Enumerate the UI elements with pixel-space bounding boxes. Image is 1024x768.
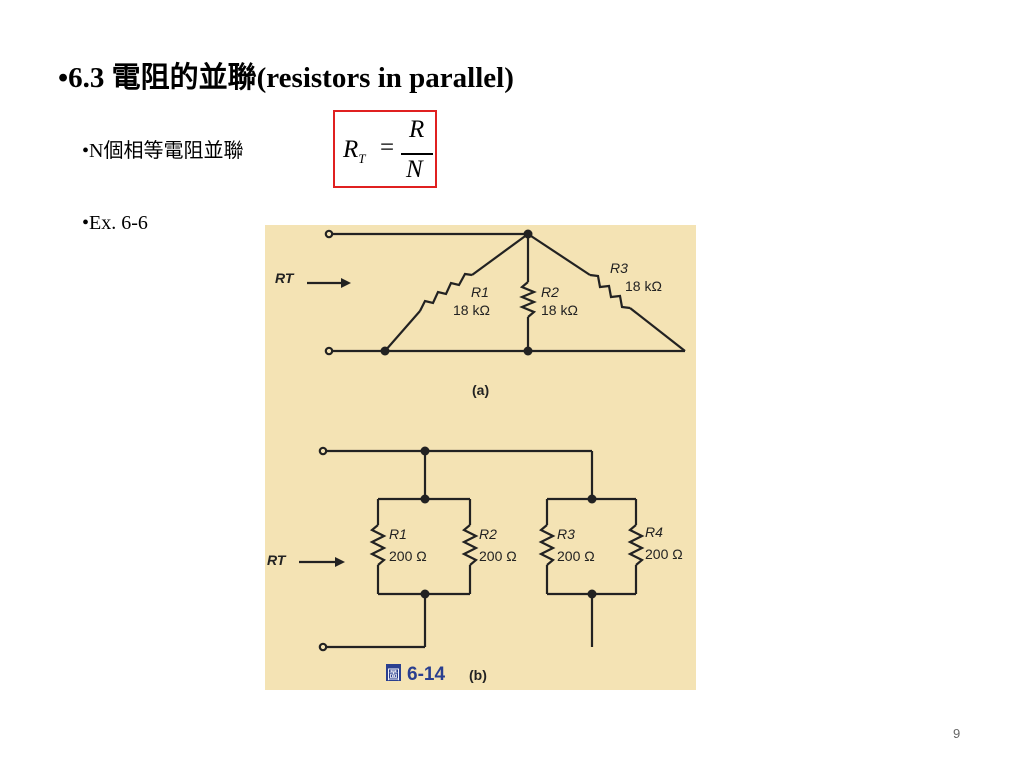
terminal-b-bottom: [318, 642, 328, 652]
resistor-b-r1: [369, 524, 387, 566]
figure-icon-box: [386, 664, 401, 681]
caption-b-part: (b): [469, 667, 487, 683]
formula-lhs: RT: [343, 136, 366, 166]
label-b-r1-value: 200 Ω: [389, 548, 427, 564]
label-b-r4-name: R4: [645, 524, 663, 540]
label-b-r3-value: 200 Ω: [557, 548, 595, 564]
caption-b-number: 6-14: [407, 664, 445, 685]
label-a-r3-value: 18 kΩ: [625, 278, 662, 294]
caption-a: (a): [472, 382, 489, 398]
label-a-r1-value: 18 kΩ: [453, 302, 490, 318]
terminal-a-bottom: [324, 346, 334, 356]
resistor-b-r2: [461, 524, 479, 566]
label-b-r4-value: 200 Ω: [645, 546, 683, 562]
formula-numerator: R: [409, 116, 425, 143]
label-b-r2-value: 200 Ω: [479, 548, 517, 564]
formula-denominator: N: [406, 156, 423, 183]
label-b-r3-name: R3: [557, 526, 575, 542]
label-a-r2-value: 18 kΩ: [541, 302, 578, 318]
formula-box: RT = R N: [333, 110, 437, 188]
resistor-b-r4: [627, 524, 645, 566]
label-a-r1-name: R1: [471, 284, 489, 300]
label-a-r3-name: R3: [610, 260, 628, 276]
label-b-r1-name: R1: [389, 526, 407, 542]
page-number: 9: [953, 726, 961, 741]
circuit-diagram: RT R1 18 kΩ R2 18 kΩ R3 18 kΩ (a) RT R1 …: [267, 229, 686, 685]
bullet-equal-resistors: •N個相等電阻並聯: [82, 140, 244, 162]
terminal-a-top: [324, 229, 334, 239]
slide-title: •6.3 電阻的並聯(resistors in parallel): [58, 62, 514, 94]
formula-equals: =: [380, 134, 395, 161]
resistor-a-r3: [589, 273, 631, 310]
label-a-r2-name: R2: [541, 284, 559, 300]
resistor-a-r2: [519, 281, 537, 318]
rt-label-a: RT: [275, 270, 295, 286]
terminal-b-top: [318, 446, 328, 456]
resistor-b-r3: [538, 524, 556, 566]
fraction-bar: [401, 153, 433, 155]
figure-icon: 圖: [387, 667, 400, 682]
resistor-a-r1: [419, 272, 473, 312]
bullet-example: •Ex. 6-6: [82, 212, 148, 234]
circuit-figure: RT R1 18 kΩ R2 18 kΩ R3 18 kΩ (a) RT R1 …: [265, 225, 696, 690]
rt-label-b: RT: [267, 552, 287, 568]
label-b-r2-name: R2: [479, 526, 497, 542]
